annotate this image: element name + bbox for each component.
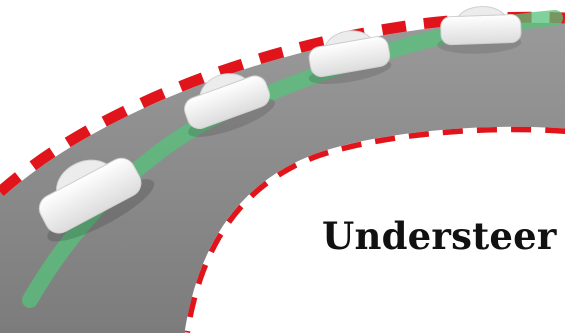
understeer-caption: Understeer: [322, 214, 557, 258]
